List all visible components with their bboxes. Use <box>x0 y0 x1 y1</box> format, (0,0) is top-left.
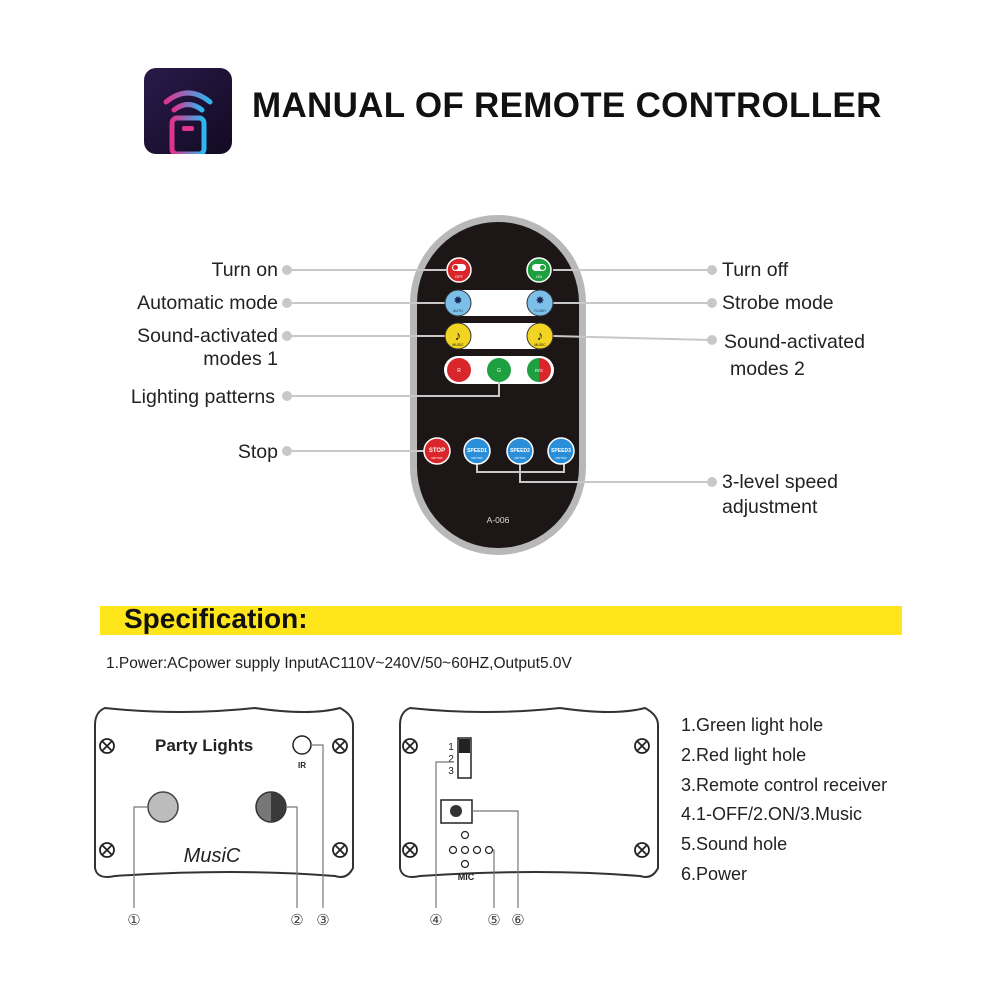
label-speed-line1: 3-level speed <box>722 471 838 493</box>
label-sound-mode-1-line2: modes 1 <box>203 348 278 370</box>
brand-text: Party Lights <box>155 736 253 755</box>
music-note-icon: ♪ <box>537 328 544 343</box>
remote-wifi-icon <box>144 68 232 154</box>
music2-button[interactable]: ♪ MUSIC <box>526 322 554 350</box>
legend-item-4: 4.1-OFF/2.ON/3.Music <box>681 804 863 824</box>
music-note-icon: ♪ <box>455 328 462 343</box>
model-label: A-006 <box>487 515 510 525</box>
power-spec: 1.Power:ACpower supply InputAC110V~240V/… <box>106 655 572 672</box>
svg-text:AUTO: AUTO <box>453 309 463 313</box>
svg-text:IR: IR <box>298 761 306 770</box>
label-turn-on: Turn on <box>211 259 278 281</box>
svg-text:G: G <box>497 368 501 374</box>
off-button[interactable]: OFF <box>446 257 472 283</box>
speed3-button[interactable]: SPEED3 MOTOR <box>547 437 575 465</box>
remote-diagram: OFF ON ✹ AUTO ✸ FLASH ♪ MUSIC ♪ MUSIC <box>282 215 717 555</box>
svg-text:MOTOR: MOTOR <box>471 456 483 460</box>
label-strobe-mode: Strobe mode <box>722 292 834 314</box>
svg-text:SPEED3: SPEED3 <box>551 448 571 454</box>
legend-item-6: 6.Power <box>681 864 748 884</box>
music-logo: MusiC <box>184 845 241 867</box>
on-button[interactable]: ON <box>526 257 552 283</box>
svg-text:ON: ON <box>536 274 542 279</box>
ir-receiver <box>292 735 312 755</box>
marker-3: ③ <box>316 912 329 929</box>
red-pattern-button[interactable]: R <box>447 358 471 382</box>
legend-item-3: 3.Remote control receiver <box>681 775 888 795</box>
svg-text:R: R <box>457 368 461 374</box>
svg-text:STOP: STOP <box>429 448 445 454</box>
svg-text:R/G: R/G <box>535 368 544 373</box>
front-panel-diagram: Party Lights IR MusiC ① ② ③ <box>94 706 354 929</box>
auto-button[interactable]: ✹ AUTO <box>444 289 472 317</box>
svg-text:3: 3 <box>448 766 454 777</box>
svg-text:MOTOR: MOTOR <box>431 456 443 460</box>
screw-icon <box>402 738 650 858</box>
page-title: MANUAL OF REMOTE CONTROLLER <box>252 86 882 125</box>
label-lighting-patterns: Lighting patterns <box>130 386 275 408</box>
specification-heading: Specification: <box>124 603 308 634</box>
sun-icon: ✹ <box>453 295 462 307</box>
sound-hole <box>448 830 494 869</box>
svg-text:SPEED2: SPEED2 <box>510 448 530 454</box>
rg-pattern-button[interactable]: R/G <box>527 358 551 382</box>
legend-item-5: 5.Sound hole <box>681 834 788 854</box>
svg-text:MUSIC: MUSIC <box>452 343 464 347</box>
svg-text:OFF: OFF <box>455 274 464 279</box>
screw-icon <box>99 738 348 858</box>
svg-text:FLASH: FLASH <box>534 309 546 313</box>
label-sound-mode-1-line1: Sound-activated <box>137 325 278 347</box>
label-turn-off: Turn off <box>722 259 789 281</box>
flash-button[interactable]: ✸ FLASH <box>526 289 554 317</box>
marker-2: ② <box>290 912 303 929</box>
svg-text:MUSIC: MUSIC <box>534 343 546 347</box>
label-sound-mode-2-line2: modes 2 <box>730 358 805 380</box>
back-panel-diagram: 1 2 3 MIC ④ ⑤ ⑥ <box>399 706 659 929</box>
svg-text:MOTOR: MOTOR <box>514 456 526 460</box>
svg-text:MOTOR: MOTOR <box>555 456 567 460</box>
svg-text:SPEED1: SPEED1 <box>467 448 487 454</box>
legend-item-2: 2.Red light hole <box>681 745 807 765</box>
speed1-button[interactable]: SPEED1 MOTOR <box>463 437 491 465</box>
music1-button[interactable]: ♪ MUSIC <box>444 322 472 350</box>
stop-button[interactable]: STOP MOTOR <box>423 437 451 465</box>
strobe-icon: ✸ <box>535 295 544 307</box>
speed2-button[interactable]: SPEED2 MOTOR <box>506 437 534 465</box>
label-automatic-mode: Automatic mode <box>137 292 278 314</box>
label-speed-line2: adjustment <box>722 496 818 518</box>
legend-item-1: 1.Green light hole <box>681 715 824 735</box>
label-sound-mode-2-line1: Sound-activated <box>724 331 865 353</box>
label-stop: Stop <box>237 441 278 463</box>
marker-5: ⑤ <box>487 912 500 929</box>
green-pattern-button[interactable]: G <box>487 358 511 382</box>
svg-text:2: 2 <box>448 754 454 765</box>
svg-text:1: 1 <box>448 742 454 753</box>
green-light-hole <box>147 791 179 823</box>
specification-bar <box>100 606 902 635</box>
marker-4: ④ <box>429 912 442 929</box>
marker-6: ⑥ <box>511 912 524 929</box>
mic-label: MIC <box>458 872 475 882</box>
marker-1: ① <box>127 912 140 929</box>
